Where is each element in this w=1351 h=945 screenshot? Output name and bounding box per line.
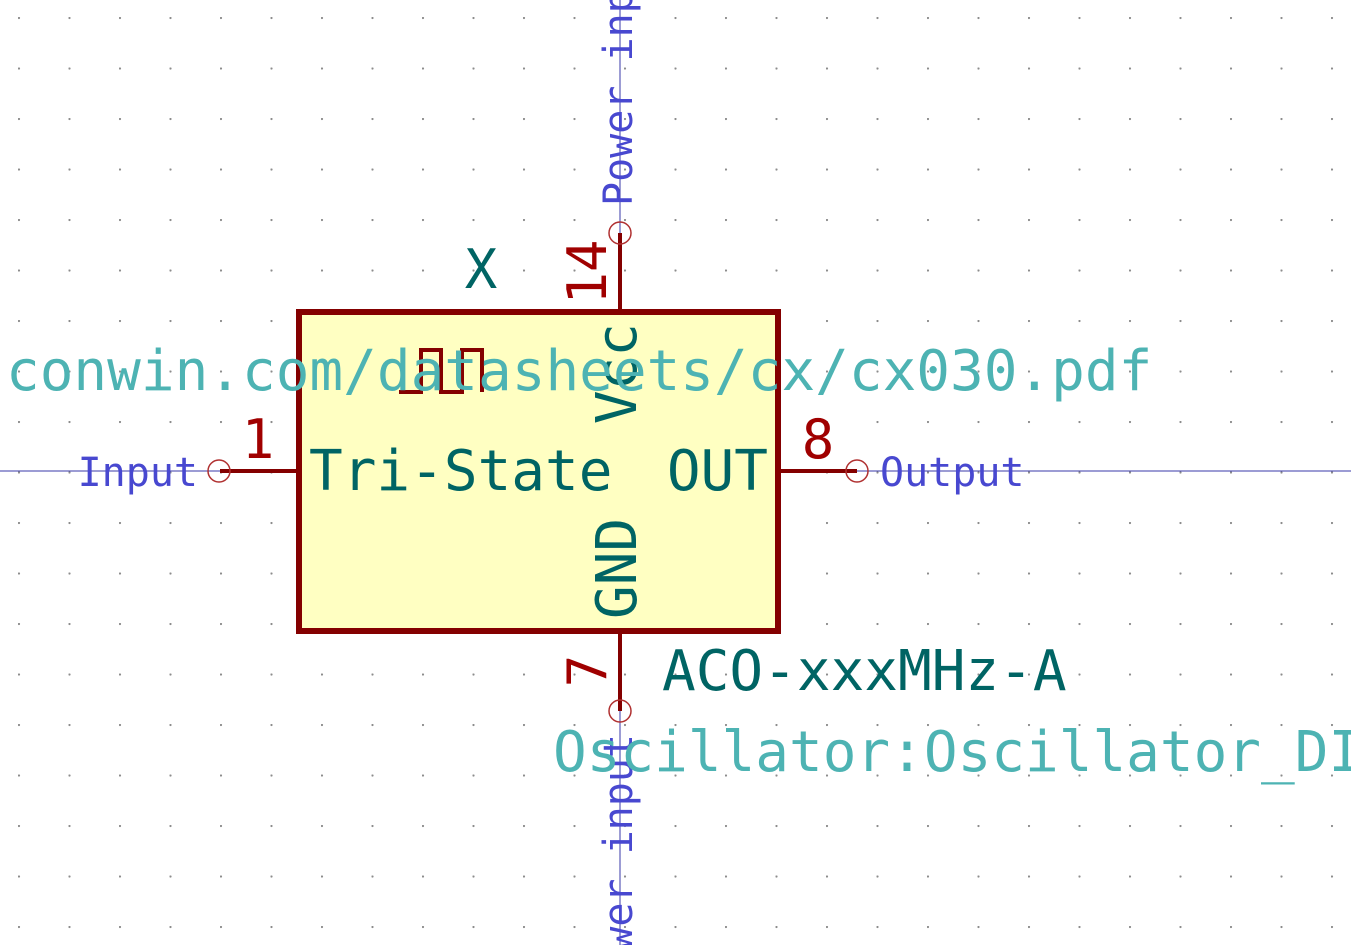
pin14-electrical-type: Power input	[596, 0, 642, 206]
pin14-name: Vcc	[585, 323, 650, 424]
pin1-number: 1	[242, 408, 275, 471]
value-field[interactable]: ACO-xxxMHz-A	[662, 639, 1067, 704]
oscillator-waveform-icon	[399, 348, 484, 394]
pin7-electrical-type: wer input	[596, 734, 642, 945]
pin7-number: 7	[556, 655, 619, 688]
footprint-field[interactable]: Oscillator:Oscillator_DIP-1	[553, 720, 1351, 785]
pin1-electrical-type: Input	[78, 450, 198, 496]
pin7-name: GND	[585, 518, 650, 619]
pin1-end-circle-icon	[207, 459, 231, 483]
reference-field[interactable]: X	[465, 238, 498, 301]
pin8-electrical-type: Output	[880, 450, 1025, 496]
pin8-number: 8	[802, 408, 835, 471]
pin8-name: OUT	[667, 439, 768, 504]
pin8-end-circle-icon	[845, 459, 869, 483]
pin7-end-circle-icon	[608, 699, 632, 723]
pin14-end-circle-icon	[608, 221, 632, 245]
pin1-name: Tri-State	[309, 439, 612, 504]
pin14-number: 14	[556, 239, 619, 304]
datasheet-field[interactable]: conwin.com/datasheets/cx/cx030.pdf	[6, 339, 1152, 404]
